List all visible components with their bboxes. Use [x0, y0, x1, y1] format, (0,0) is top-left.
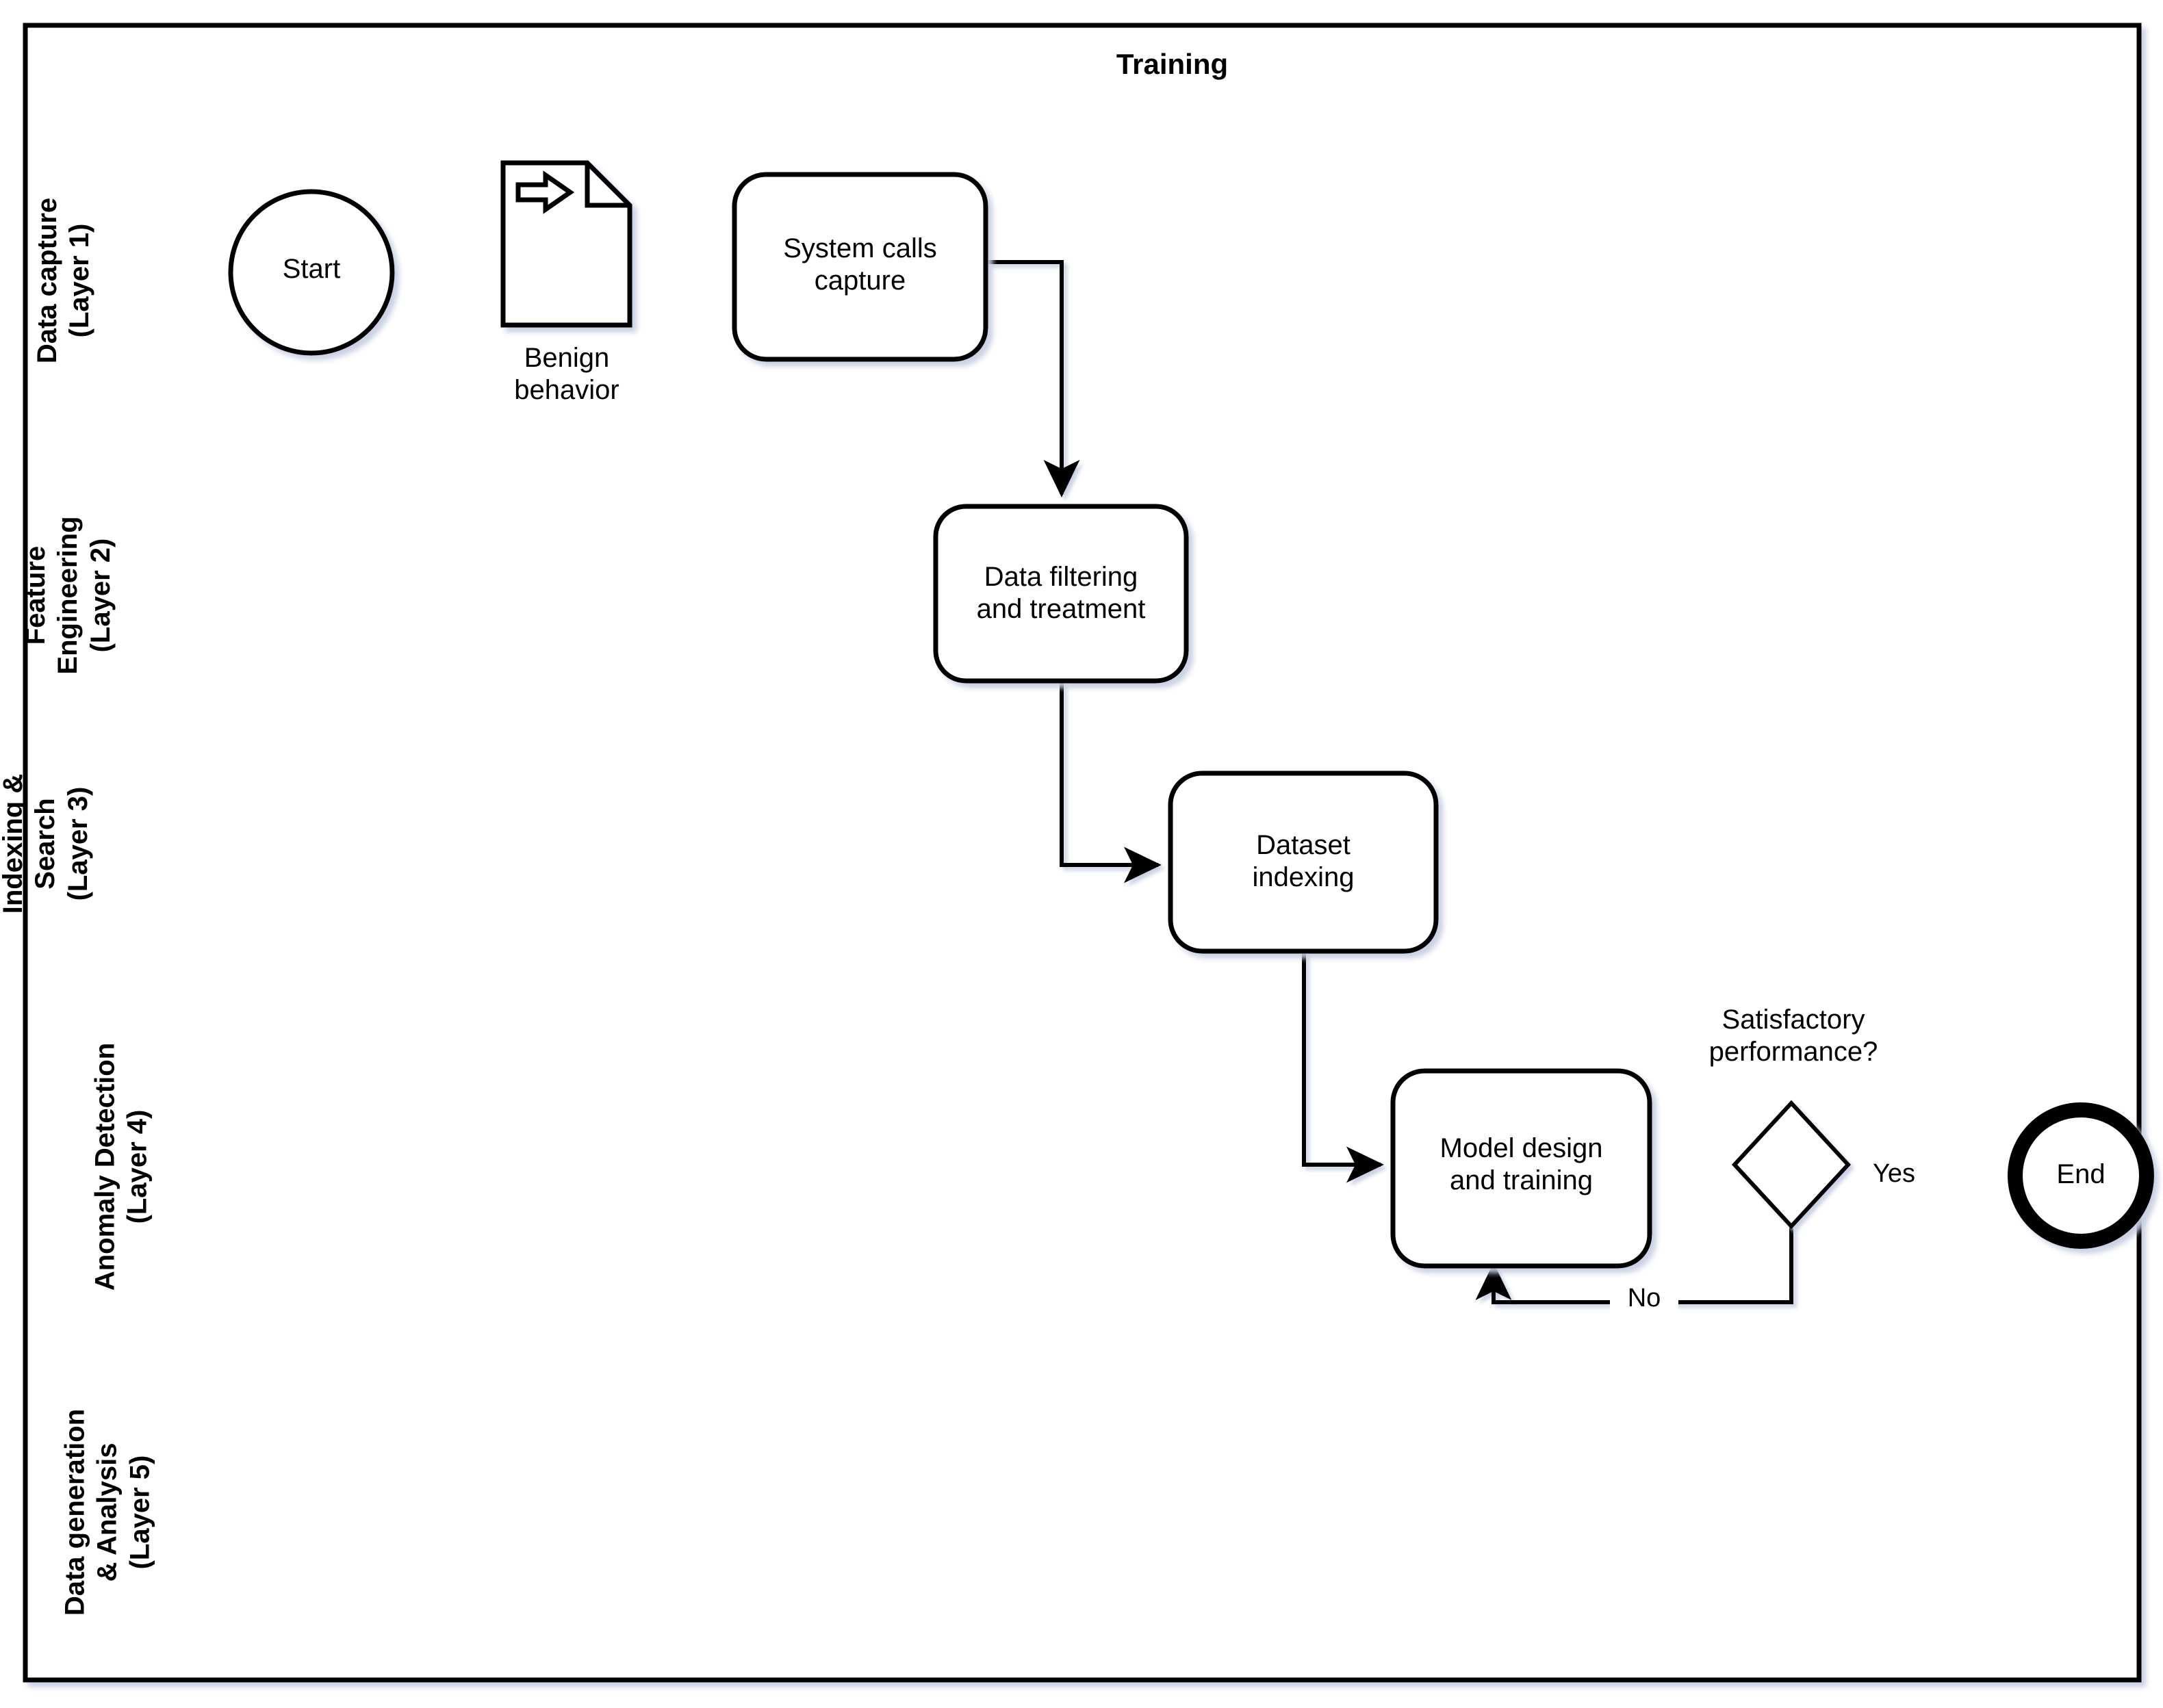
- node-dataset-indexing[interactable]: [1168, 771, 1439, 954]
- edge-filter-to-indexing: [1060, 681, 1162, 883]
- node-decision-satisfactory-performance[interactable]: [1731, 1100, 1852, 1230]
- node-model-design-training[interactable]: [1390, 1068, 1652, 1269]
- edge-indexing-to-model: [1302, 951, 1384, 1183]
- node-start[interactable]: [228, 189, 395, 356]
- node-system-calls-capture[interactable]: [732, 172, 988, 362]
- edge-syscalls-to-filter: [986, 260, 1080, 497]
- node-data-filtering[interactable]: [933, 504, 1189, 684]
- node-end[interactable]: [2008, 1102, 2154, 1249]
- node-benign-document-icon[interactable]: [500, 160, 632, 328]
